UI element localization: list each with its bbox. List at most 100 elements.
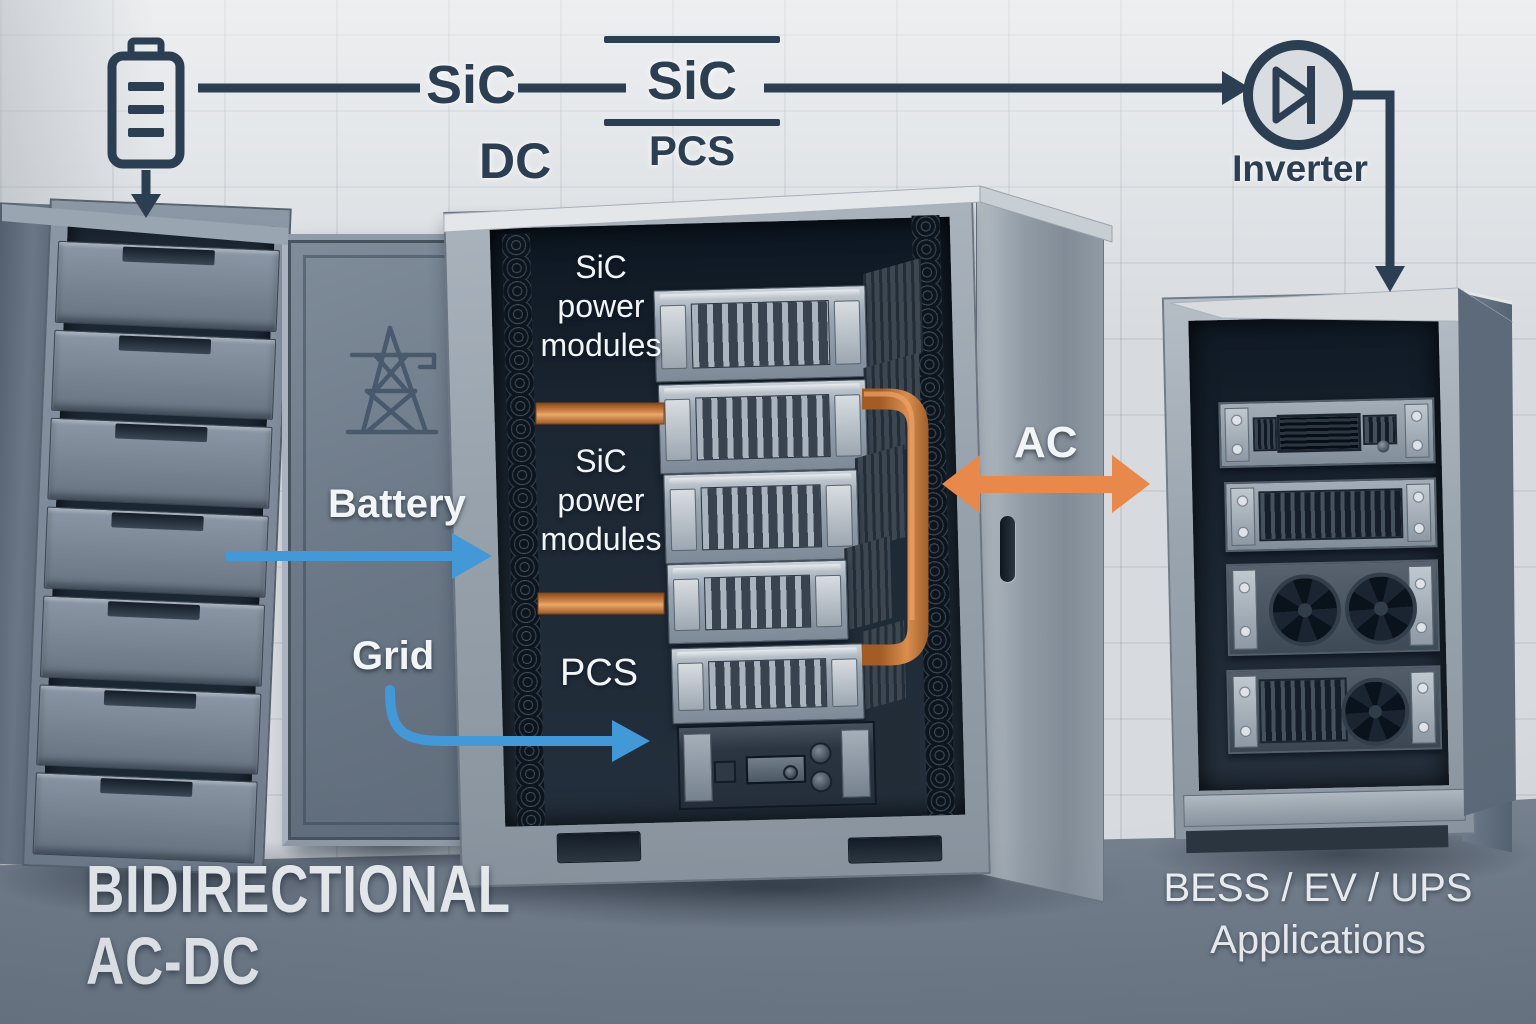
module-side	[844, 536, 893, 631]
label-line: SiC	[575, 249, 627, 285]
pcs-cabinet-side-panel	[976, 194, 1104, 903]
sic-power-module	[657, 352, 922, 475]
sic-link-label: SiC	[426, 55, 517, 115]
battery-drawer	[54, 240, 280, 332]
dual-fan-unit	[1225, 559, 1440, 657]
control-port	[713, 760, 737, 784]
unit-end-cap	[1232, 569, 1258, 650]
module-side	[863, 258, 924, 368]
sic-power-module	[666, 536, 893, 645]
module-fins	[690, 299, 831, 369]
unit-fins	[1258, 677, 1348, 744]
label-line: modules	[540, 521, 662, 557]
sic-power-module	[653, 258, 924, 383]
module-top-plate	[672, 563, 841, 576]
applications-rack-plinth	[1185, 825, 1449, 854]
module-top-plate	[659, 289, 860, 302]
fin-fan-unit	[1226, 665, 1443, 755]
battery-drawer	[32, 772, 258, 864]
headline-title: BIDIRECTIONAL AC-DC	[86, 854, 624, 998]
module-fins	[708, 658, 828, 711]
applications-rack-front	[1161, 290, 1477, 854]
fan-icon	[1340, 676, 1411, 747]
sic-power-module	[663, 444, 907, 565]
battery-drawer	[39, 595, 266, 687]
module-face	[666, 559, 849, 645]
module-face	[670, 643, 865, 725]
battery-cabinet-front	[21, 198, 292, 876]
applications-caption: BESS / EV / UPS Applications	[1146, 862, 1490, 966]
battery-drawer	[47, 418, 273, 510]
applications-rack-sill	[1183, 788, 1466, 828]
dc-label: DC	[479, 133, 552, 189]
fraction-overline	[604, 36, 780, 43]
applications-line-1: BESS / EV / UPS	[1163, 866, 1473, 910]
label-line: SiC	[575, 443, 627, 479]
ac-label: AC	[1014, 418, 1078, 467]
sic-power-module	[670, 620, 907, 725]
grid-label: Grid	[352, 634, 435, 678]
unit-small-vent	[1252, 416, 1278, 452]
applications-line-2: Applications	[1210, 918, 1426, 962]
unit-end-cap	[1232, 675, 1259, 748]
control-unit-face	[676, 720, 877, 811]
module-cap	[825, 484, 854, 548]
module-fins	[695, 394, 831, 461]
fin-unit	[1224, 477, 1438, 553]
module-top-plate	[663, 383, 861, 396]
module-cap	[833, 300, 862, 365]
module-cap	[831, 658, 859, 708]
unit-end-cap	[1404, 403, 1430, 459]
unit-fins	[1258, 488, 1404, 542]
vent-display-unit	[1218, 397, 1436, 469]
module-side	[863, 352, 922, 460]
battery-drawer	[43, 506, 269, 598]
module-side	[860, 620, 907, 710]
module-face	[657, 379, 869, 475]
module-face	[653, 285, 868, 383]
module-fins	[703, 574, 812, 631]
unit-mesh-grille	[1276, 413, 1362, 453]
sic-modules-label-bottom: SiC power modules	[528, 442, 674, 559]
module-side	[854, 444, 907, 551]
battery-drawer	[36, 684, 262, 775]
pcs-cabinet	[443, 198, 991, 888]
label-line: power	[557, 288, 645, 324]
module-cap	[677, 662, 705, 712]
control-knob	[809, 742, 832, 765]
door-handle	[1000, 516, 1015, 582]
battery-drawer	[51, 329, 277, 421]
module-cap	[672, 578, 701, 632]
inverter-label: Inverter	[1232, 148, 1368, 189]
module-fins	[700, 484, 823, 551]
sic-modules-label-top: SiC power modules	[528, 248, 674, 365]
headline-line-2: AC-DC	[86, 924, 261, 999]
unit-end-cap	[1406, 483, 1432, 542]
battery-cabinet	[0, 196, 292, 876]
fan-icon	[1344, 571, 1418, 646]
fraction-numerator: SiC	[646, 51, 738, 111]
fraction-divider	[604, 119, 780, 126]
label-line: power	[557, 482, 645, 518]
fraction-denominator: PCS	[648, 127, 736, 174]
label-line: modules	[540, 327, 662, 363]
module-top-plate	[676, 647, 857, 660]
unit-end-cap	[1224, 407, 1250, 463]
unit-button	[1377, 440, 1390, 453]
module-cap	[834, 394, 862, 457]
transmission-tower-icon	[345, 325, 439, 435]
module-cap	[814, 574, 843, 628]
pcs-label: PCS	[560, 652, 639, 694]
control-unit-side	[872, 699, 921, 798]
fan-icon	[1268, 573, 1342, 648]
headline-line-1: BIDIRECTIONAL	[86, 852, 511, 927]
applications-rack	[1161, 282, 1512, 868]
control-knob	[809, 770, 833, 793]
pcs-control-unit	[676, 699, 921, 811]
unit-end-cap	[1410, 671, 1437, 744]
unit-end-cap	[1230, 487, 1256, 546]
battery-drawer-stack	[32, 240, 280, 864]
module-face	[663, 469, 860, 565]
module-top-plate	[669, 473, 852, 486]
